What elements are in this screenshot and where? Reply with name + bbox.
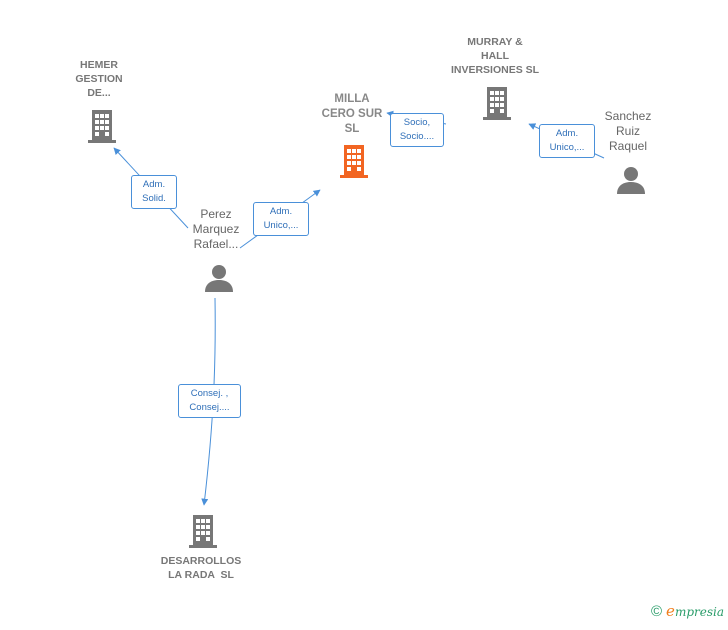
label-line: HEMER (80, 59, 118, 71)
label-line: DESARROLLOS (160, 555, 242, 567)
building-icon-highlighted[interactable] (338, 143, 370, 179)
edge-label-line: Adm. (555, 128, 579, 139)
label-line: LA RADA SL (168, 569, 234, 581)
node-label-perez[interactable]: Perez Marquez Rafael... (176, 207, 256, 252)
label-line: GESTION (75, 73, 123, 85)
copyright-icon: © (650, 603, 663, 620)
label-line: SL (344, 123, 360, 135)
label-line: Marquez (192, 222, 240, 236)
brand-initial: e (666, 602, 675, 620)
brand-name: mpresia (674, 605, 724, 619)
label-line: Raquel (608, 139, 648, 153)
edge-label-adm-solid[interactable]: Adm. Solid. (131, 175, 177, 209)
edge-label-line: Unico,... (263, 220, 299, 231)
building-icon[interactable] (187, 513, 219, 549)
label-line: MURRAY & (467, 36, 523, 48)
label-line: HALL (481, 50, 509, 62)
label-line: Ruiz (615, 124, 640, 138)
label-line: CERO SUR (321, 108, 383, 120)
person-icon[interactable] (616, 165, 646, 195)
label-line: MILLA (334, 93, 370, 105)
edge-label-line: Consej.... (189, 402, 230, 413)
edge-label-line: Unico,... (549, 142, 585, 153)
edge-label-line: Adm. (142, 179, 166, 190)
label-line: DE... (87, 87, 111, 99)
building-icon[interactable] (481, 85, 513, 121)
edge-label-line: Socio.... (399, 131, 435, 142)
edge-label-line: Solid. (142, 193, 166, 204)
label-line: Rafael... (193, 237, 239, 251)
node-label-sanchez[interactable]: Sanchez Ruiz Raquel (588, 109, 668, 154)
person-icon[interactable] (204, 263, 234, 293)
label-line: Perez (200, 207, 232, 221)
node-label-hemer[interactable]: HEMER GESTION DE... (54, 58, 144, 100)
edge-label-line: Consej. , (190, 388, 229, 399)
edge-label-line: Adm. (269, 206, 293, 217)
edge-label-adm-unico-sanchez[interactable]: Adm. Unico,... (539, 124, 595, 158)
node-label-milla[interactable]: MILLA CERO SUR SL (307, 92, 397, 137)
edge-label-adm-unico-perez[interactable]: Adm. Unico,... (253, 202, 309, 236)
node-label-desarrollos[interactable]: DESARROLLOS LA RADA SL (146, 554, 256, 582)
building-icon[interactable] (86, 108, 118, 144)
edge-label-consej[interactable]: Consej. , Consej.... (178, 384, 241, 418)
edge-label-socio[interactable]: Socio, Socio.... (390, 113, 444, 147)
edge-label-line: Socio, (403, 117, 431, 128)
node-label-murray[interactable]: MURRAY & HALL INVERSIONES SL (435, 35, 555, 77)
footer-brand: ©empresia (651, 602, 724, 620)
label-line: INVERSIONES SL (450, 64, 540, 76)
label-line: Sanchez (604, 109, 652, 123)
